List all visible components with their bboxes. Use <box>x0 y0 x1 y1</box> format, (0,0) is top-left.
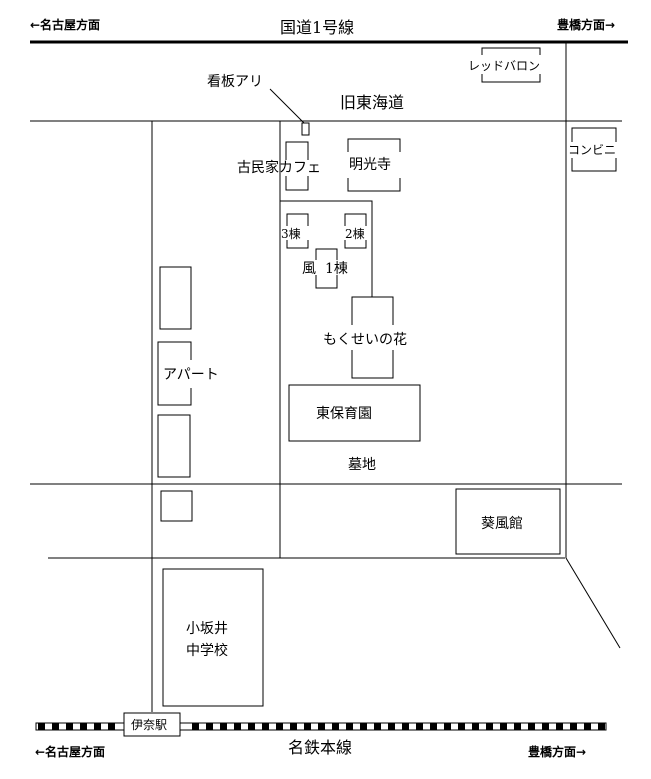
road-label-national-route-1: 国道1号線 <box>280 18 354 37</box>
railway-tie <box>304 723 311 730</box>
temple-building <box>347 138 401 192</box>
railway-tie <box>416 723 423 730</box>
railway-tie <box>388 723 395 730</box>
convenience-store-building <box>571 127 617 172</box>
railway-tie <box>360 723 367 730</box>
building-2-label: 2棟 <box>345 226 365 241</box>
building-1 <box>315 248 338 289</box>
cemetery-label: 墓地 <box>348 457 376 473</box>
kifukan-label: 葵風館 <box>481 515 523 532</box>
railway-tie <box>514 723 521 730</box>
railway-tie <box>206 723 213 730</box>
school-building <box>162 568 264 707</box>
building-3-label: 3棟 <box>281 226 301 241</box>
nursery-label: 東保育園 <box>316 406 372 422</box>
cafe-building <box>285 141 309 191</box>
kifukan-building <box>455 488 561 555</box>
building-3 <box>286 213 309 249</box>
direction-nagoya-top: ←名古屋方面 <box>30 17 100 32</box>
railway-tie <box>276 723 283 730</box>
apartment-building-2 <box>157 341 192 406</box>
signboard-pointer <box>269 88 305 124</box>
railway-tie <box>584 723 591 730</box>
direction-toyohashi-top: 豊橋方面→ <box>557 17 615 32</box>
mokusei-building <box>351 296 394 379</box>
mokusei-label: もくせいの花 <box>323 332 407 348</box>
railway-tie <box>430 723 437 730</box>
signboard-label: 看板アリ <box>207 74 263 90</box>
railway-tie <box>486 723 493 730</box>
school-label-line1: 小坂井 <box>186 621 228 637</box>
railway-tie <box>472 723 479 730</box>
railway-tie <box>402 723 409 730</box>
railway-tie <box>332 723 339 730</box>
apartment-building-3 <box>157 414 191 478</box>
kaze-label: 風 <box>302 261 316 277</box>
direction-nagoya-bottom: ←名古屋方面 <box>35 744 105 759</box>
railway-ties <box>38 723 605 730</box>
property-boundary <box>280 200 373 297</box>
railway-label: 名鉄本線 <box>288 738 352 757</box>
temple-label: 明光寺 <box>349 157 391 173</box>
railway-tie <box>528 723 535 730</box>
ina-station-label: 伊奈駅 <box>131 718 167 732</box>
apartment-building-1 <box>159 266 192 330</box>
railway-tie <box>66 723 73 730</box>
building-1-label: 1棟 <box>325 261 348 277</box>
railway-tie <box>346 723 353 730</box>
railway-tie <box>374 723 381 730</box>
cafe-label: 古民家カフェ <box>237 159 321 176</box>
ina-station <box>123 712 181 737</box>
railway-tie <box>262 723 269 730</box>
railway-tie <box>52 723 59 730</box>
railway-tie <box>570 723 577 730</box>
railway-tie <box>598 723 605 730</box>
red-baron-label: レッドバロン <box>468 59 540 73</box>
red-baron-building <box>481 47 541 83</box>
railway-tie <box>318 723 325 730</box>
building-2 <box>344 213 367 249</box>
railway-tie <box>542 723 549 730</box>
railway-tie <box>290 723 297 730</box>
signboard-marker <box>301 122 310 136</box>
school-label-line2: 中学校 <box>186 642 228 659</box>
railway-tie <box>108 723 115 730</box>
railway-tie <box>234 723 241 730</box>
railway-tie <box>248 723 255 730</box>
railway-tie <box>500 723 507 730</box>
railway-tie <box>458 723 465 730</box>
railway-tie <box>444 723 451 730</box>
road-label-old-tokaido: 旧東海道 <box>340 93 404 112</box>
railway-tie <box>94 723 101 730</box>
railway-tie <box>38 723 45 730</box>
apartment-label: アパート <box>163 367 219 383</box>
road-east-diagonal <box>565 557 621 649</box>
railway-tie <box>80 723 87 730</box>
railway-tie <box>556 723 563 730</box>
railway-tie <box>192 723 199 730</box>
convenience-store-label: コンビニ <box>568 143 616 157</box>
nursery-building <box>288 384 421 442</box>
small-building <box>160 490 193 522</box>
direction-toyohashi-bottom: 豊橋方面→ <box>528 744 586 759</box>
railway-tie <box>220 723 227 730</box>
